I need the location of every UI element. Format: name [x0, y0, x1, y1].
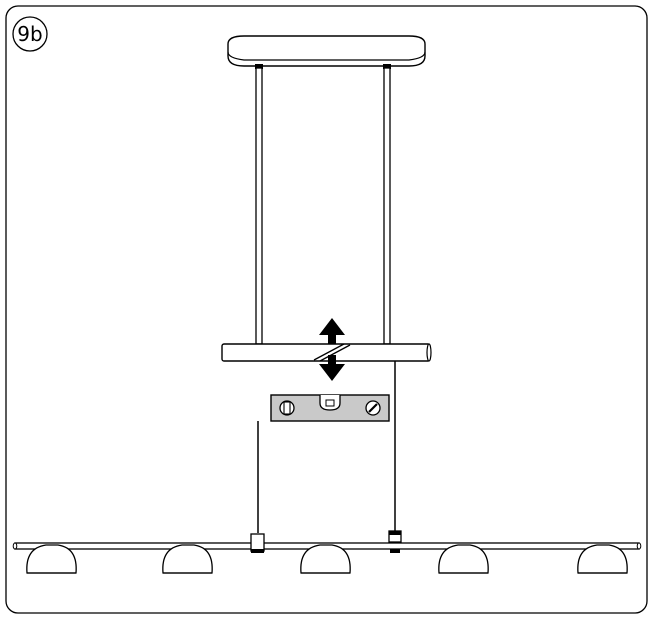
adjustment-bar [221, 343, 432, 362]
step-badge-circle [12, 16, 48, 52]
suspension-rod-right [383, 67, 391, 345]
step-label: 9b [17, 22, 42, 46]
step-badge: 9b [12, 16, 48, 52]
wire-clamp-right [388, 530, 402, 553]
lamp-shade-icon [577, 544, 628, 574]
lamp-shade-icon [162, 544, 213, 574]
ceiling-canopy-icon [227, 35, 426, 69]
double-arrow-up-down-icon [319, 318, 345, 381]
spirit-level-icon [270, 394, 390, 422]
diagram-frame [5, 5, 648, 614]
suspension-rod-left [255, 67, 263, 345]
lamp-shade-icon [26, 544, 77, 574]
lamp-shade-icon [300, 544, 351, 574]
lamp-shade-icon [438, 544, 489, 574]
wire-clamp-left [250, 533, 265, 553]
